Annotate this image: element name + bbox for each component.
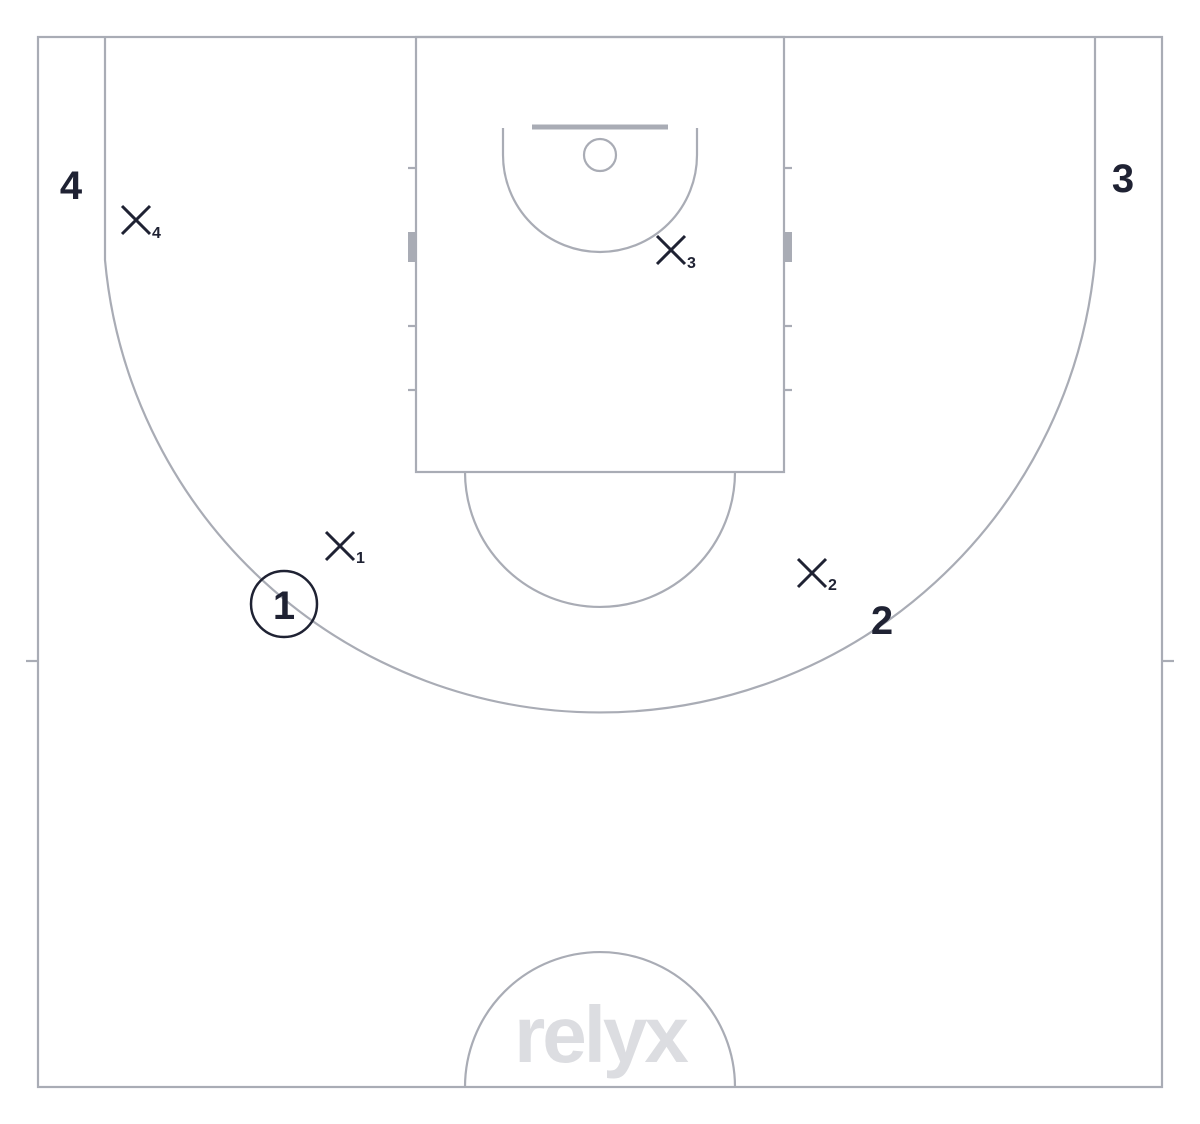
offense-player-2: 2 [871, 599, 893, 643]
player-number: 4 [60, 164, 83, 208]
defender-subscript: 2 [828, 577, 837, 594]
defender-x-mark [796, 557, 828, 589]
defender-x4: 4 [120, 204, 161, 242]
free-throw-circle [463, 471, 737, 609]
defender-subscript: 3 [687, 255, 696, 272]
defender-x2: 2 [796, 557, 837, 594]
player-number: 2 [871, 599, 893, 643]
offense-players: 1 2 3 4 [60, 157, 1134, 643]
defender-subscript: 4 [152, 225, 161, 242]
court-boundary [36, 35, 1164, 1089]
player-number: 3 [1112, 157, 1134, 201]
player-circle [249, 569, 319, 639]
defender-x-mark [655, 234, 687, 266]
rim [582, 137, 618, 173]
player-number: 1 [273, 584, 295, 628]
court-lines [26, 35, 1174, 1089]
three-point-line [103, 37, 1097, 714]
offense-player-3: 3 [1112, 157, 1134, 201]
paint [414, 35, 786, 474]
defender-x-mark [120, 204, 152, 236]
defender-subscript: 1 [356, 550, 365, 567]
lane-block [408, 232, 416, 262]
defense-players: 1 2 3 4 [120, 204, 837, 594]
center-circle [463, 950, 737, 1088]
lane-block [784, 232, 792, 262]
offense-player-4: 4 [60, 164, 83, 208]
defender-x1: 1 [324, 530, 365, 567]
defender-x3: 3 [655, 234, 696, 272]
watermark-logo: relyx [514, 990, 688, 1079]
defender-x-mark [324, 530, 356, 562]
restricted-area [501, 128, 699, 254]
offense-player-1: 1 [249, 569, 319, 639]
